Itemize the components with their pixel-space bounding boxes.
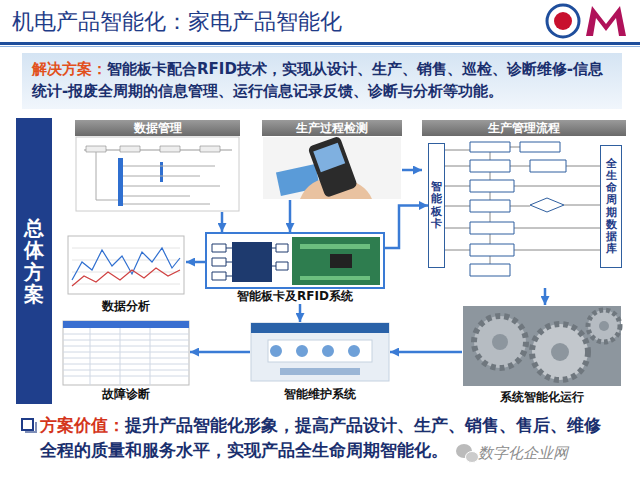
board-frame	[206, 233, 384, 288]
logo-core	[554, 12, 572, 30]
gear-hole	[551, 343, 569, 361]
flow-decision	[530, 198, 564, 212]
flow-arrow	[544, 288, 547, 305]
title-rule-light	[0, 46, 640, 47]
solution-box: 解决方案：智能板卡配合RFID技术，实现从设计、生产、销售、巡检、诊断维修-信息…	[22, 53, 622, 109]
bullet-box	[22, 419, 33, 430]
overview-band: 总体方案	[16, 118, 52, 404]
panel-title: 生产管理流程	[422, 120, 626, 136]
solution-heading: 解决方案：	[32, 60, 107, 78]
flow-steps	[470, 142, 566, 276]
gears-image	[463, 306, 621, 386]
rfid-panel: 智能板卡及RFID系统	[205, 232, 385, 304]
screen-panel	[268, 340, 372, 362]
caption-text: 系统智能化运行	[500, 389, 584, 405]
screen-icons	[270, 345, 360, 357]
flow-panel: 生产管理流程智能板卡 全生命周期数据库	[422, 120, 626, 288]
phone-body	[307, 136, 357, 198]
wechat-icon	[466, 452, 479, 463]
box-label: 全生命周期数据库	[606, 158, 617, 255]
operation-panel: 系统智能化运行	[462, 305, 622, 405]
diagnosis-panel: 故障诊断	[62, 320, 190, 402]
table-image	[63, 321, 189, 385]
chart-series	[72, 268, 180, 286]
table-header	[63, 321, 189, 328]
caption-text: 故障诊断	[102, 386, 150, 402]
analysis-panel: 数据分析	[66, 234, 186, 314]
board-traces	[300, 244, 370, 280]
screen-image	[251, 323, 389, 381]
title-rule	[0, 42, 640, 45]
caption-text: 智能维护系统	[284, 386, 356, 402]
slide-title: 机电产品智能化：家电产品智能化	[12, 8, 342, 36]
logo-mark	[586, 6, 626, 36]
flow-lines	[445, 147, 600, 264]
database-box: 全生命周期数据库	[600, 145, 622, 268]
table-grid	[63, 328, 189, 385]
gear	[588, 310, 620, 342]
gear	[474, 316, 526, 368]
tree-nodes	[86, 146, 220, 152]
screen-button	[280, 368, 360, 375]
bullet-shadow	[25, 422, 36, 432]
solution-body: 智能板卡配合RFID技术，实现从设计、生产、销售、巡检、诊断维修-信息统计-报废…	[32, 60, 603, 100]
flow-arrow	[402, 169, 422, 172]
watermark-box: 数字化企业网	[478, 443, 568, 463]
green-board	[292, 237, 380, 285]
phone	[307, 136, 357, 198]
board-box: 智能板卡	[428, 143, 445, 268]
panel-title: 生产过程检测	[262, 120, 402, 136]
flow-arrow	[289, 200, 292, 232]
gear-hole	[599, 321, 609, 331]
caption-text: 智能板卡及RFID系统	[237, 288, 353, 304]
flow-arrow	[186, 261, 205, 264]
box-label: 智能板卡	[431, 181, 442, 229]
tree-bar	[118, 158, 123, 206]
panel-title: 数据管理	[75, 120, 240, 136]
gear	[532, 324, 588, 380]
caption-text: 数据分析	[102, 298, 150, 314]
maintenance-panel: 智能维护系统	[250, 322, 390, 402]
tree-bar	[160, 162, 163, 182]
flow-arrow	[221, 212, 224, 232]
board-chip	[330, 254, 352, 268]
value-heading: 方案价值：	[40, 415, 125, 435]
flow-arrow	[299, 304, 302, 322]
flow-arrow	[390, 351, 462, 354]
data-panel: 数据管理	[75, 120, 240, 212]
phone-screen	[313, 143, 345, 173]
logo-ring	[547, 5, 579, 37]
data-image	[76, 137, 239, 211]
watermark: 数字化企业网	[478, 444, 568, 462]
flow-arrow	[385, 206, 428, 249]
chart-image	[68, 236, 184, 294]
flow-arrow	[190, 351, 250, 354]
tree-branches	[96, 152, 220, 204]
detect-panel: 生产过程检测	[262, 120, 402, 200]
schematic-chip	[232, 242, 272, 282]
gear-hole	[492, 334, 508, 350]
band-label: 总体方案	[24, 217, 44, 305]
screen-bar	[251, 323, 389, 333]
